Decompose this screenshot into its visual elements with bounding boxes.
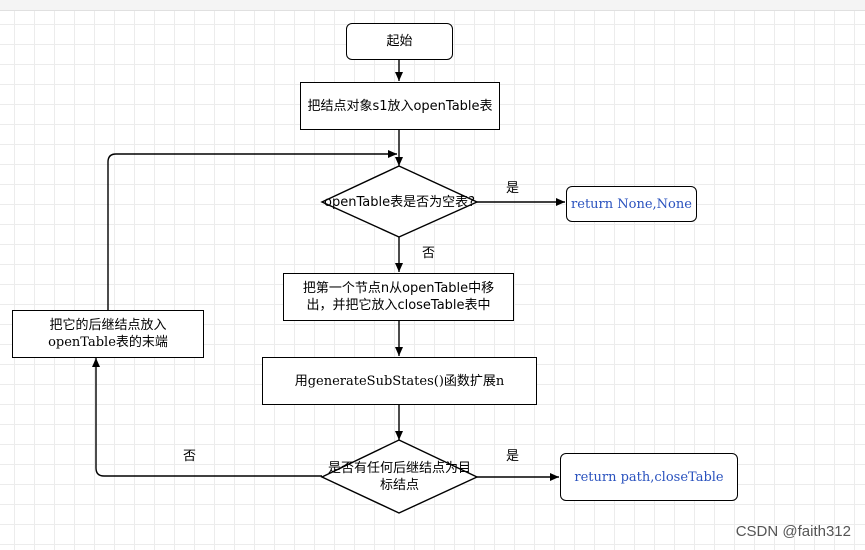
return-path-node-label: return path,closeTable (574, 469, 724, 485)
return-none-node-label: return None,None (571, 196, 692, 212)
put-s1-node: 把结点对象s1放入openTable表 (300, 82, 500, 130)
expand-node: 用generateSubStates()函数扩展n (262, 357, 537, 405)
check-goal-diamond-shape (320, 439, 479, 514)
edge-label-empty-no: 否 (422, 246, 436, 261)
append-successors-node-label: 把它的后继结点放入openTable表的末端 (48, 318, 168, 350)
edge-goal-no (92, 358, 322, 477)
check-goal-node-label: 是否有任何后继结点为目标结点 (327, 461, 471, 493)
start-node: 起始 (346, 23, 453, 60)
pop-first-node: 把第一个节点n从openTable中移出，并把它放入closeTable表中 (283, 273, 514, 321)
append-successors-node: 把它的后继结点放入openTable表的末端 (12, 310, 204, 358)
check-empty-diamond-shape (320, 165, 479, 238)
top-bar (0, 0, 865, 11)
edge-label-empty-yes: 是 (506, 181, 520, 196)
check-empty-node-label: openTable表是否为空表? (324, 194, 475, 210)
start-node-label: 起始 (386, 34, 413, 49)
return-none-node: return None,None (566, 186, 697, 222)
expand-node-label: 用generateSubStates()函数扩展n (294, 373, 505, 389)
return-path-node: return path,closeTable (560, 453, 738, 501)
edge-label-goal-yes: 是 (506, 449, 520, 464)
check-empty-node: openTable表是否为空表? (322, 184, 477, 220)
edge-loop-back (107, 150, 397, 310)
pop-first-node-label: 把第一个节点n从openTable中移出，并把它放入closeTable表中 (302, 281, 495, 313)
edge-label-goal-no: 否 (183, 449, 197, 464)
check-goal-node: 是否有任何后继结点为目标结点 (322, 459, 477, 495)
watermark: CSDN @faith312 (735, 523, 851, 540)
put-s1-node-label: 把结点对象s1放入openTable表 (307, 98, 493, 114)
